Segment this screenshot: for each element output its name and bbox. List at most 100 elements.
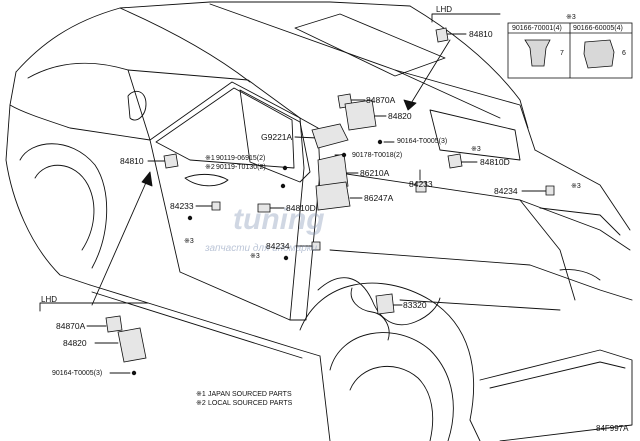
label-84810-left: 84810 (120, 156, 144, 166)
part-84810D-right-shape (447, 153, 463, 169)
part-84233-left-shape (211, 201, 221, 211)
note-2-mark: ※2 (196, 400, 206, 407)
part-G9221A-shape (311, 123, 349, 149)
watermark-brand: tuning (233, 203, 325, 236)
clip-70001-shape (524, 39, 551, 67)
label-90164-right: 90164-T0005(3) (397, 138, 448, 145)
bed-tie (559, 269, 601, 281)
part-84233-right-shape (415, 181, 427, 193)
label-86247A: 86247A (364, 193, 394, 203)
mark-1: ※1 (205, 155, 215, 162)
front-bumper (5, 104, 91, 286)
label-83320: 83320 (403, 300, 427, 310)
roof-rear-edge (409, 5, 529, 129)
lhd-arrow-top (409, 39, 451, 106)
label-84234-mid: 84234 (266, 241, 290, 251)
lhd-arrow-top-head (403, 99, 417, 111)
bed-floor-far (519, 199, 576, 301)
note-1-text: JAPAN SOURCED PARTS (208, 391, 292, 398)
part-84234-mid-shape (311, 241, 321, 251)
wire-harness (317, 277, 441, 326)
bed-side-lower (329, 249, 633, 301)
label-84233-left: 84233 (170, 201, 194, 211)
label-84810D-mid: 84810D (286, 203, 316, 213)
label-90178: 90178-T0018(2) (352, 152, 403, 159)
rear-wheel-arch (299, 282, 475, 421)
part-84820-top-shape (344, 99, 377, 131)
rear-wheel-inner (349, 365, 434, 441)
front-door-handle (184, 173, 229, 187)
bed-side-top (319, 169, 631, 251)
side-mirror (127, 90, 147, 121)
hood (9, 71, 151, 141)
roof-front-edge (119, 7, 251, 83)
windshield (27, 62, 151, 141)
screw-90164-right (377, 139, 383, 145)
lhd-label-inset: LHD (41, 295, 58, 304)
label-84820-inset: 84820 (63, 338, 87, 348)
running-board (89, 284, 321, 357)
sunroof-outline (294, 13, 446, 77)
watermark-tagline: запчасти для иномарки (205, 243, 318, 254)
lhd-frame-inset (39, 302, 149, 312)
label-86210A: 86210A (360, 168, 390, 178)
part-84810-left-shape (163, 153, 179, 169)
roof-panel-line (209, 3, 501, 119)
rear-cab-wall (394, 69, 536, 151)
label-90119-T0130: 90119-T0130(2) (216, 164, 266, 171)
mark-2: ※2 (205, 164, 215, 171)
label-84234-right: 84234 (494, 186, 518, 196)
front-wheel-arch (19, 143, 108, 269)
part-84870A-inset-shape (105, 315, 123, 333)
part-84234-right-shape (545, 185, 555, 196)
rear-bumper (469, 419, 481, 441)
lhd-label-top: LHD (436, 5, 453, 14)
rear-quarter-lower (319, 355, 331, 441)
mark-3-a: ※3 (471, 146, 481, 153)
screw-84234-mid (283, 255, 289, 261)
screw-84233-left (187, 215, 193, 221)
tailgate-inner (489, 361, 626, 389)
diagram-reference-code: 84F997A (596, 424, 629, 433)
a-pillar (127, 69, 301, 119)
part-84810D-mid-shape (257, 203, 271, 213)
legend-callout-2: 6 (622, 50, 626, 57)
bed-inner-wall (539, 207, 621, 236)
leader-G9221A (294, 136, 319, 139)
label-84233-right: 84233 (409, 179, 433, 189)
note-2-text: LOCAL SOURCED PARTS (208, 400, 293, 407)
legend-part-2: 90166-60005(4) (573, 25, 623, 32)
label-84810D-right: 84810D (480, 157, 510, 167)
clip-60005-shape (583, 39, 615, 69)
lhd-frame-top (431, 13, 501, 23)
mark-3-c: ※3 (184, 238, 194, 245)
front-door (149, 81, 305, 321)
part-84820-inset-shape (117, 327, 147, 363)
bed-floor-line (399, 299, 561, 311)
screw-90119 (282, 165, 288, 171)
part-83320-shape (375, 293, 395, 315)
tailgate (479, 349, 633, 441)
screw-90119-b (280, 183, 286, 189)
label-90119-06915: 90119-06915(2) (216, 155, 266, 162)
mark-3-d: ※3 (250, 253, 260, 260)
legend-callout-1: 7 (560, 50, 564, 57)
part-84810-top-shape (435, 27, 449, 43)
rear-window (429, 109, 521, 161)
label-84870A-top: 84870A (366, 95, 396, 105)
front-wheel-inner (34, 164, 95, 251)
bed-front-wall (534, 149, 631, 231)
label-G9221A: G9221A (261, 132, 293, 142)
screw-90178 (341, 152, 347, 158)
label-90164-inset: 90164-T0005(3) (52, 370, 103, 377)
rear-door-window (239, 89, 311, 183)
label-84810-top: 84810 (469, 29, 493, 39)
lhd-arrow-bottom (91, 177, 149, 306)
mark-3-b: ※3 (571, 183, 581, 190)
legend-part-1: 90166-70001(4) (512, 25, 562, 32)
lhd-arrow-bottom-head (141, 171, 153, 187)
label-84820-top: 84820 (388, 111, 412, 121)
wire-harness-2 (350, 287, 390, 341)
